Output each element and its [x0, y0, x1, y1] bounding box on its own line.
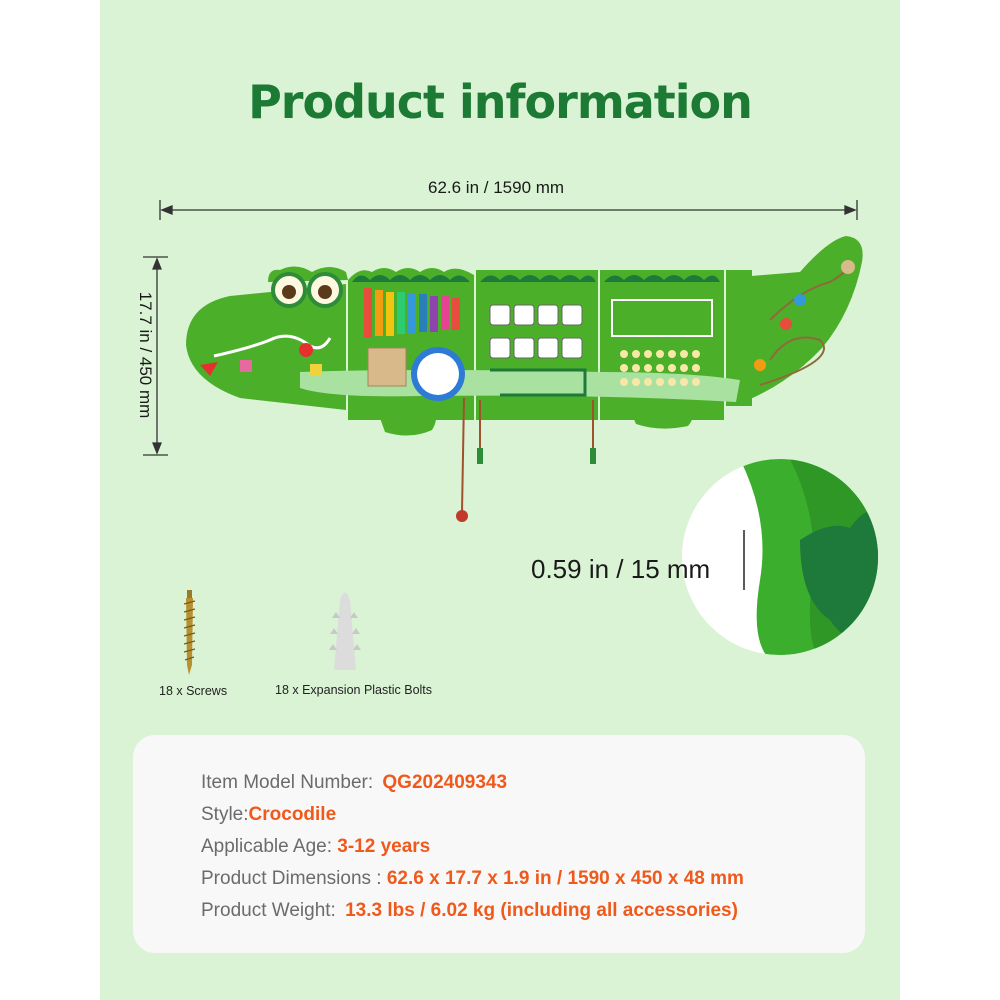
crocodile-board [186, 236, 863, 522]
spec-key: Applicable Age: [201, 836, 332, 857]
spec-value: QG202409343 [382, 772, 508, 793]
height-dimension-line [143, 256, 168, 456]
spec-row-dimensions: Product Dimensions : 62.6 x 17.7 x 1.9 i… [201, 868, 744, 890]
screws-label: 18 x Screws [159, 684, 228, 698]
screw-icon [183, 590, 196, 675]
spec-value: Crocodile [248, 804, 337, 825]
spec-row-age: Applicable Age: 3-12 years [201, 836, 430, 858]
width-dimension-line [159, 200, 858, 220]
bolts-label: 18 x Expansion Plastic Bolts [275, 683, 433, 697]
height-dimension-label: 17.7 in / 450 mm [136, 291, 155, 419]
spec-value: 13.3 lbs / 6.02 kg (including all access… [345, 900, 738, 921]
spec-key: Product Dimensions : [201, 868, 382, 889]
expansion-bolt-icon [329, 592, 361, 670]
spec-row-model: Item Model Number: QG202409343 [201, 772, 507, 794]
thickness-dimension-label: 0.59 in / 15 mm [531, 554, 711, 584]
spec-card: Item Model Number: QG202409343 Style:Cro… [133, 735, 865, 953]
page-title: Product information [248, 75, 753, 129]
width-dimension-label: 62.6 in / 1590 mm [428, 178, 565, 197]
spec-key: Item Model Number: [201, 772, 374, 793]
spec-row-style: Style:Crocodile [201, 804, 336, 826]
spec-key: Style: [201, 804, 249, 825]
spec-key: Product Weight: [201, 900, 336, 921]
thickness-closeup [682, 459, 878, 655]
spec-row-weight: Product Weight: 13.3 lbs / 6.02 kg (incl… [201, 900, 738, 922]
spec-value: 3-12 years [337, 836, 431, 857]
spec-value: 62.6 x 17.7 x 1.9 in / 1590 x 450 x 48 m… [386, 868, 744, 889]
